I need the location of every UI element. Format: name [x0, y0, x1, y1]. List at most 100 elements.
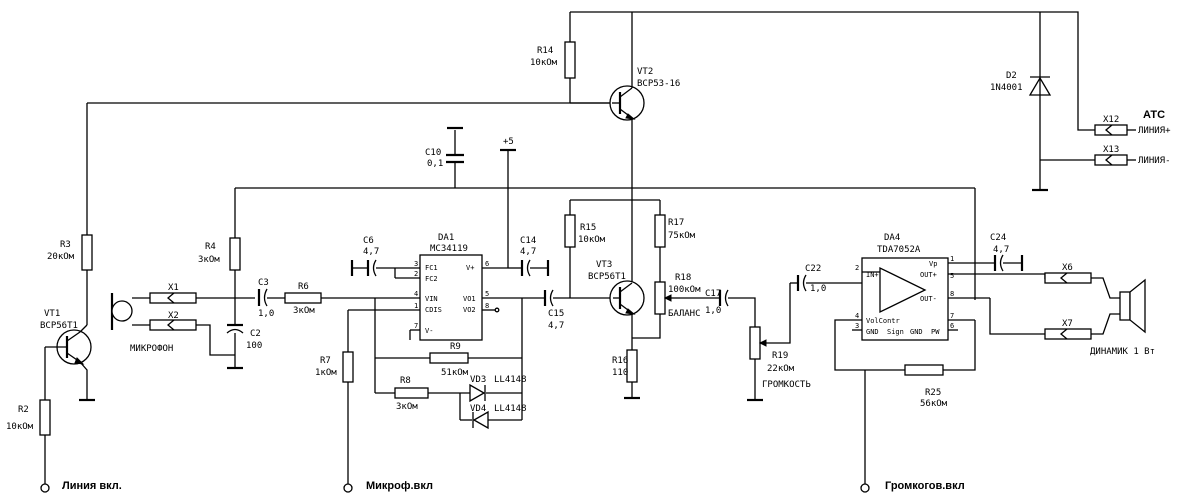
c6-ref: C6 — [363, 236, 374, 246]
r14-ref: R14 — [537, 46, 553, 56]
r19-wiper-arrow — [758, 339, 767, 347]
vd3-value: LL4148 — [494, 375, 527, 385]
da1-pinnum-8: 8 — [485, 302, 489, 310]
da4-pinnum-1: 1 — [950, 255, 954, 263]
r18-wire-bottom — [632, 314, 661, 339]
r14-value: 10кОм — [530, 58, 558, 68]
microphone-symbol — [110, 293, 150, 330]
bus-wires — [234, 150, 976, 325]
da1-pin-cdis: CDIS — [425, 306, 442, 314]
capacitor-c22 — [796, 274, 862, 292]
potentiometer-r18 — [654, 281, 666, 315]
vt2-ref: VT2 — [637, 67, 653, 77]
da1-pinnum-1: 1 — [414, 302, 418, 310]
ic-da1 — [348, 254, 545, 341]
da4-pin-volc: VolContr — [866, 317, 900, 325]
transistor-vt3 — [609, 280, 645, 350]
da1-pinnum-5: 5 — [485, 290, 489, 298]
c14-ref: C14 — [520, 236, 536, 246]
r9-ref: R9 — [450, 342, 461, 352]
x2-ref: X2 — [168, 311, 179, 321]
c22-value: 1,0 — [810, 284, 826, 294]
connector-x6 — [1044, 272, 1120, 299]
r8-value: 3кОм — [396, 402, 418, 412]
r3-value: 20кОм — [47, 252, 75, 262]
da1-pin-vo1: VO1 — [463, 295, 476, 303]
terminal-line-in[interactable] — [40, 483, 50, 493]
r2-value: 10кОм — [6, 422, 34, 432]
transistor-vt2 — [609, 12, 645, 290]
loud-in-label: Громкогов.вкл — [885, 480, 965, 492]
r4-ref: R4 — [205, 242, 216, 252]
r6-ref: R6 — [298, 282, 309, 292]
r25-wire-left — [834, 340, 905, 371]
vt3-value: BCP56T1 — [588, 272, 626, 282]
x7-ref: X7 — [1062, 319, 1073, 329]
connector-x13 — [1094, 154, 1136, 166]
out-plus-wire — [975, 273, 1046, 279]
da1-pin-vo2: VO2 — [463, 306, 476, 314]
out-minus-wire — [989, 298, 1045, 335]
capacitor-c24 — [975, 254, 1024, 272]
vt1-ref: VT1 — [44, 309, 60, 319]
r15-value: 10кОм — [578, 235, 606, 245]
r19-value: 22кОм — [767, 364, 795, 374]
c17-ref: C17 — [705, 289, 721, 299]
mic-in-label: Микроф.вкл — [366, 480, 433, 492]
vt2-value: BCP53-16 — [637, 79, 680, 89]
c22-ref: C22 — [805, 264, 821, 274]
line-plus-label: ЛИНИЯ+ — [1138, 126, 1171, 136]
da4-pin-sign: Sign — [887, 328, 904, 336]
da4-pin-gnd2: GND — [910, 328, 923, 336]
resistor-r4 — [229, 237, 241, 271]
terminal-loud-in[interactable] — [860, 483, 870, 493]
da1-pinnum-3: 3 — [414, 260, 418, 268]
potentiometer-r19 — [749, 326, 761, 360]
c17-value: 1,0 — [705, 306, 721, 316]
vt1-value: BCP56T1 — [40, 321, 78, 331]
c24-value: 4,7 — [993, 245, 1009, 255]
c2-ref: C2 — [250, 329, 261, 339]
transistor-vt1 — [44, 324, 95, 402]
microphone-label: МИКРОФОН — [130, 344, 173, 354]
capacitor-c2 — [226, 323, 244, 370]
da4-value: TDA7052A — [877, 245, 921, 255]
da4-pinnum-4: 4 — [855, 312, 859, 320]
da4-pin-outp: OUT+ — [920, 271, 937, 279]
da1-pin-fc2: FC2 — [425, 275, 438, 283]
da1-pin-vminus: V- — [425, 327, 433, 335]
terminal-mic-in[interactable] — [343, 483, 353, 493]
da4-ref: DA4 — [884, 233, 900, 243]
da1-value: MC34119 — [430, 244, 468, 254]
r17-value: 75кОм — [668, 231, 696, 241]
c14-value: 4,7 — [520, 247, 536, 257]
speaker-label: ДИНАМИК 1 Вт — [1090, 347, 1155, 357]
resistor-r3 — [81, 234, 93, 271]
d2-value: 1N4001 — [990, 83, 1023, 93]
c24-ref: C24 — [990, 233, 1006, 243]
resistor-r16 — [626, 349, 638, 383]
speaker-icon — [1119, 278, 1146, 334]
vt3-ref: VT3 — [596, 260, 612, 270]
c6-value: 4,7 — [363, 247, 379, 257]
r8-ref: R8 — [400, 376, 411, 386]
vd4-value: LL4148 — [494, 404, 527, 414]
da1-pinnum-6: 6 — [485, 260, 489, 268]
x12-ref: X12 — [1103, 115, 1119, 125]
feedback-wires — [374, 298, 523, 421]
diode-vd4 — [472, 410, 489, 430]
da1-pin-fc1: FC1 — [425, 264, 438, 272]
plus5-label: +5 — [503, 137, 514, 147]
vd4-ref: VD4 — [470, 404, 486, 414]
da4-pinnum-7: 7 — [950, 312, 954, 320]
ic-da4 — [834, 257, 990, 341]
r16-ref: R16 — [612, 356, 628, 366]
r9-value: 51кОм — [441, 368, 469, 378]
da4-pinnum-2: 2 — [855, 264, 859, 272]
da4-pinnum-5: 5 — [950, 272, 954, 280]
da4-pinnum-6: 6 — [950, 322, 954, 330]
da4-pinnum-3: 3 — [855, 322, 859, 330]
vd3-ref: VD3 — [470, 375, 486, 385]
